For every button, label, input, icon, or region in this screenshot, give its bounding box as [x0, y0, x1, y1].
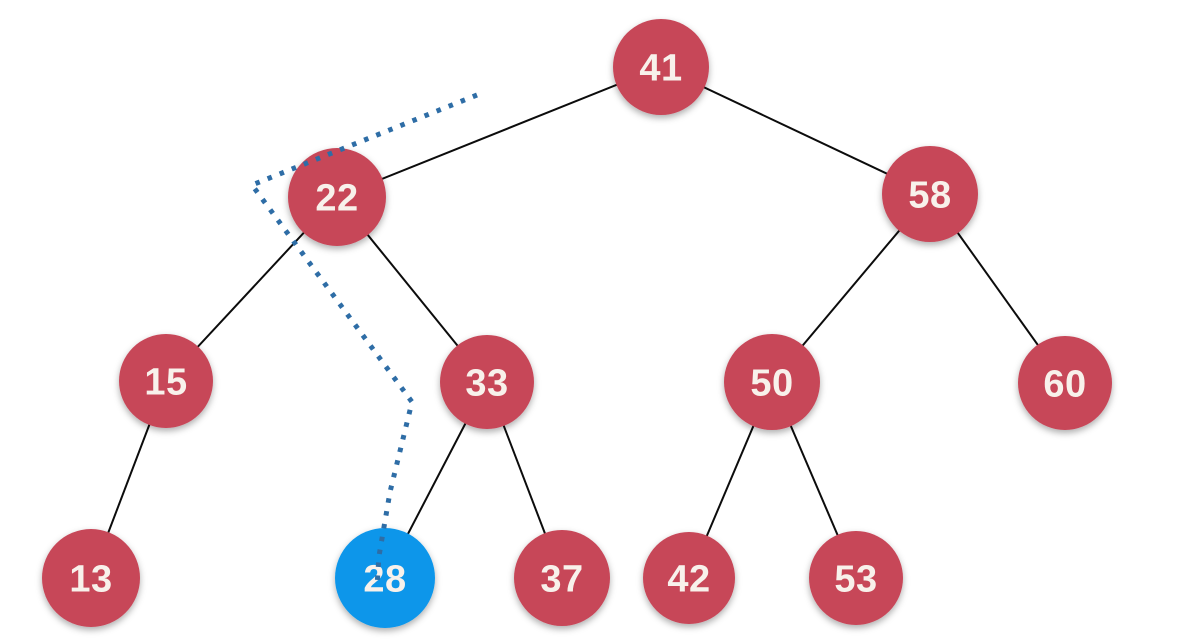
tree-node-15: 15 — [119, 334, 213, 428]
tree-node-label: 60 — [1043, 363, 1086, 405]
tree-node-label: 58 — [908, 174, 951, 216]
tree-nodes: 41 22 58 15 33 50 60 13 28 37 42 53 — [42, 19, 1112, 628]
tree-node-circle — [643, 532, 735, 624]
tree-node-circle-highlighted — [335, 528, 435, 628]
tree-node-50: 50 — [724, 334, 820, 430]
tree-node-22: 22 — [288, 148, 386, 246]
tree-node-label: 53 — [834, 558, 877, 600]
tree-node-label: 15 — [144, 361, 187, 403]
tree-node-label: 13 — [69, 558, 112, 600]
tree-node-circle — [613, 19, 709, 115]
tree-node-label: 28 — [363, 558, 406, 600]
tree-node-41: 41 — [613, 19, 709, 115]
tree-node-label: 50 — [750, 362, 793, 404]
tree-node-circle — [119, 334, 213, 428]
tree-edges — [90, 66, 1066, 579]
tree-node-28: 28 — [335, 528, 435, 628]
tree-node-13: 13 — [42, 529, 140, 627]
tree-node-42: 42 — [643, 532, 735, 624]
tree-node-circle — [1018, 336, 1112, 430]
tree-node-60: 60 — [1018, 336, 1112, 430]
tree-node-circle — [882, 146, 978, 242]
tree-edge-41-58 — [660, 66, 931, 195]
tree-edge-41-22 — [336, 66, 662, 198]
tree-node-circle — [809, 531, 903, 625]
tree-node-label: 41 — [639, 47, 682, 89]
tree-node-33: 33 — [440, 335, 534, 429]
tree-node-label: 37 — [540, 558, 583, 600]
tree-node-circle — [440, 335, 534, 429]
tree-node-37: 37 — [514, 530, 610, 626]
tree-node-circle — [42, 529, 140, 627]
tree-node-circle — [288, 148, 386, 246]
tree-node-label: 22 — [315, 177, 358, 219]
tree-node-circle — [514, 530, 610, 626]
tree-node-53: 53 — [809, 531, 903, 625]
tree-node-58: 58 — [882, 146, 978, 242]
tree-node-label: 33 — [465, 362, 508, 404]
tree-node-circle — [724, 334, 820, 430]
tree-node-label: 42 — [667, 558, 710, 600]
